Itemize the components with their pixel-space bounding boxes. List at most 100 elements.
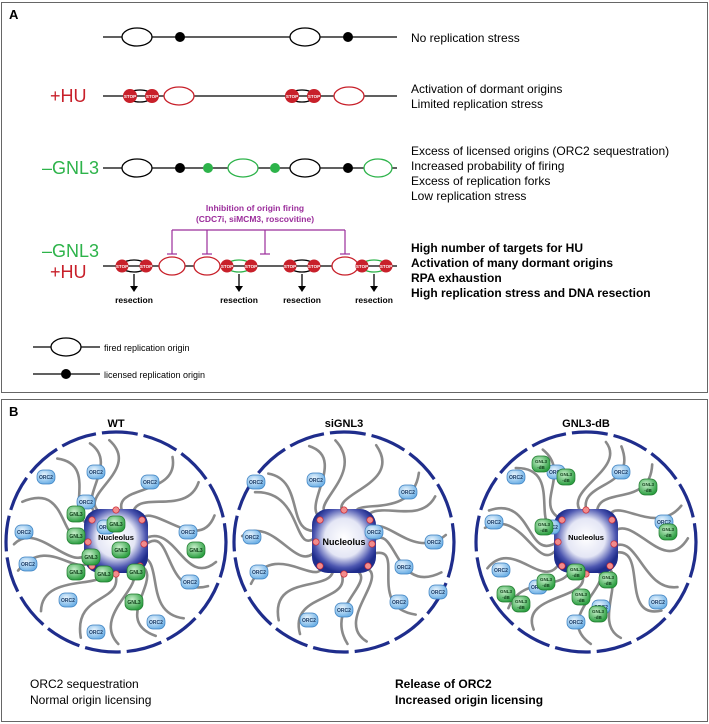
orc2-protein	[86, 464, 106, 480]
rdna-spot	[112, 506, 120, 514]
orc2-label: ORC2	[487, 520, 501, 526]
stop-sign: STOP	[115, 259, 129, 273]
inhibition-annotation: Inhibition of origin firing (CDC7i, siMC…	[167, 203, 350, 255]
caption-right-line: Increased origin licensing	[395, 693, 543, 707]
stop-sign: STOP	[307, 259, 321, 273]
orc2-label: ORC2	[149, 620, 163, 626]
rdna-spot	[558, 516, 566, 524]
svg-text:STOP: STOP	[245, 264, 257, 269]
row-description-line: No replication stress	[411, 31, 520, 45]
orc2-label: ORC2	[183, 580, 197, 586]
stop-sign: STOP	[285, 89, 299, 103]
gnl3-label: GNL3	[114, 548, 128, 554]
row-description-line: High replication stress and DNA resectio…	[411, 286, 651, 300]
stop-sign: STOP	[139, 259, 153, 273]
extra-licensed-origin	[203, 163, 213, 173]
orc2-label: ORC2	[61, 598, 75, 604]
svg-text:STOP: STOP	[124, 94, 136, 99]
stop-sign: STOP	[220, 259, 234, 273]
row-no-stress: No replication stress	[103, 27, 520, 47]
orc2-protein	[146, 614, 166, 630]
stop-sign: STOP	[379, 259, 393, 273]
gnl3db-label: -dB	[594, 615, 602, 620]
licensed-origin	[343, 32, 353, 42]
legend-licensed-symbol	[61, 369, 71, 379]
row-description-line: Excess of licensed origins (ORC2 sequest…	[411, 144, 669, 158]
resection-label: resection	[283, 295, 321, 305]
orc2-label: ORC2	[302, 618, 316, 624]
resection-label: resection	[355, 295, 393, 305]
fired-origin	[121, 158, 153, 178]
orc2-protein	[484, 514, 504, 530]
fired-origin	[121, 27, 153, 47]
cell-wt: NucleolusORC2ORC2ORC2ORC2ORC2ORC2ORC2ORC…	[4, 430, 228, 654]
cell-title-signl3: siGNL3	[325, 418, 364, 430]
gnl3db-label: -dB	[644, 488, 652, 493]
orc2-protein	[249, 564, 269, 580]
orc2-label: ORC2	[494, 568, 508, 574]
gnl3-label: GNL3	[127, 600, 141, 606]
resection-label: resection	[115, 295, 153, 305]
caption-left-line: Normal origin licensing	[30, 693, 151, 707]
orc2-protein	[364, 524, 384, 540]
svg-text:STOP: STOP	[286, 94, 298, 99]
legend-licensed-label: licensed replication origin	[104, 370, 205, 380]
extra-licensed-origin	[270, 163, 280, 173]
orc2-label: ORC2	[252, 570, 266, 576]
gnl3db-label: GNL3	[560, 472, 572, 477]
stop-sign: STOP	[355, 259, 369, 273]
orc2-protein	[18, 556, 38, 572]
orc2-protein	[299, 612, 319, 628]
gnl3db-label: -dB	[664, 533, 672, 538]
inhibition-title: Inhibition of origin firing	[206, 203, 304, 213]
svg-text:STOP: STOP	[140, 264, 152, 269]
fired-origin	[289, 27, 321, 47]
orc2-label: ORC2	[367, 530, 381, 536]
rdna-spot	[340, 506, 348, 514]
gnl3db-label: GNL3	[570, 567, 582, 572]
orc2-protein	[140, 474, 160, 490]
orc2-label: ORC2	[431, 590, 445, 596]
svg-text:STOP: STOP	[146, 94, 158, 99]
gnl3db-label: GNL3	[500, 589, 512, 594]
legend: fired replication origin licensed replic…	[33, 337, 205, 380]
gnl3db-protein	[536, 573, 556, 591]
nuclear-envelope	[4, 430, 228, 654]
rdna-spot	[610, 540, 618, 548]
row-description-line: Increased probability of firing	[411, 159, 564, 173]
gnl3db-label: -dB	[542, 583, 550, 588]
orc2-label: ORC2	[89, 630, 103, 636]
rdna-spot	[366, 516, 374, 524]
orc2-protein	[566, 614, 586, 630]
gnl3db-label: GNL3	[642, 482, 654, 487]
gnl3db-protein	[598, 571, 618, 589]
rdna-spot	[138, 516, 146, 524]
condition-label-gnl3: –GNL3	[42, 158, 99, 178]
orc2-protein	[180, 574, 200, 590]
licensed-origin	[175, 32, 185, 42]
orc2-label: ORC2	[401, 490, 415, 496]
fired-origin	[289, 158, 321, 178]
gnl3-label: GNL3	[69, 570, 83, 576]
gnl3db-protein	[531, 455, 551, 473]
gnl3-label: GNL3	[129, 570, 143, 576]
rdna-spot	[316, 562, 324, 570]
rdna-spot	[140, 540, 148, 548]
gnl3db-protein	[588, 605, 608, 623]
caption-right-line: Release of ORC2	[395, 677, 492, 691]
gnl3-label: GNL3	[84, 555, 98, 561]
gnl3-protein	[126, 563, 146, 581]
gnl3db-label: -dB	[562, 478, 570, 483]
nucleolus-label: Nucleolus	[322, 537, 365, 547]
gnl3-label: GNL3	[109, 522, 123, 528]
orc2-protein	[334, 602, 354, 618]
orc2-protein	[428, 584, 448, 600]
rdna-spot	[364, 562, 372, 570]
gnl3db-label: -dB	[604, 581, 612, 586]
nucleolus	[312, 509, 376, 573]
orc2-protein	[242, 529, 262, 545]
panel-a: No replication stress +HU STOP STOP STOP…	[33, 27, 669, 380]
rdna-spot	[316, 516, 324, 524]
panel-b: WT siGNL3 GNL3-dB NucleolusORC2ORC2ORC2O…	[4, 418, 698, 707]
